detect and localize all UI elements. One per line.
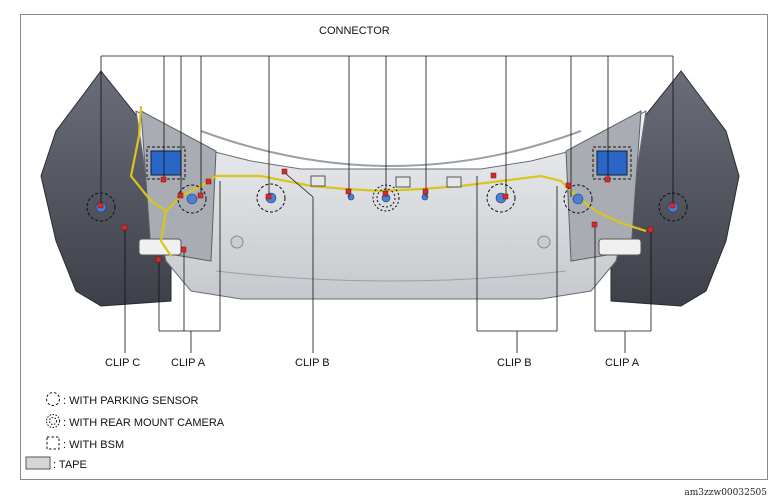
dashed-circle-icon bbox=[45, 391, 61, 410]
parking-sensor-center-right bbox=[486, 183, 516, 213]
bsm-module-left bbox=[150, 150, 182, 176]
diagram-frame: CONNECTOR CLIP C CLIP A CLIP B CLIP B CL… bbox=[20, 14, 768, 480]
bumper-wiring-diagram bbox=[40, 55, 740, 353]
bsm-module-right bbox=[596, 150, 628, 176]
tape-1 bbox=[310, 175, 326, 187]
label-clip-a-left: CLIP A bbox=[171, 357, 206, 369]
legend-bsm: : WITH BSM bbox=[45, 435, 124, 454]
legend-rear-camera: : WITH REAR MOUNT CAMERA bbox=[45, 413, 224, 432]
legend-parking-sensor: : WITH PARKING SENSOR bbox=[45, 391, 198, 410]
connector-markers bbox=[97, 168, 676, 263]
connector-leaders bbox=[100, 55, 674, 207]
left-mount-plate bbox=[140, 110, 217, 262]
label-clip-b-right: CLIP B bbox=[497, 357, 532, 369]
parking-sensor-left-inner bbox=[177, 184, 207, 214]
parking-sensor-center-left bbox=[256, 183, 286, 213]
image-code: am3zzw00032505 bbox=[684, 488, 767, 498]
legend-tape: : TAPE bbox=[25, 456, 87, 473]
label-clip-c: CLIP C bbox=[105, 357, 141, 369]
parking-sensor-right-inner bbox=[563, 184, 593, 214]
tape-3 bbox=[446, 176, 462, 188]
dotted-double-circle-icon bbox=[45, 413, 61, 432]
label-connector: CONNECTOR bbox=[319, 25, 390, 37]
right-reflector bbox=[598, 238, 642, 256]
tape-swatch-icon bbox=[25, 456, 51, 473]
tape-2 bbox=[395, 176, 411, 188]
clip-leaders bbox=[124, 172, 652, 353]
label-clip-a-right: CLIP A bbox=[605, 357, 640, 369]
label-clip-b-left: CLIP B bbox=[295, 357, 330, 369]
dashed-square-icon bbox=[45, 435, 61, 454]
